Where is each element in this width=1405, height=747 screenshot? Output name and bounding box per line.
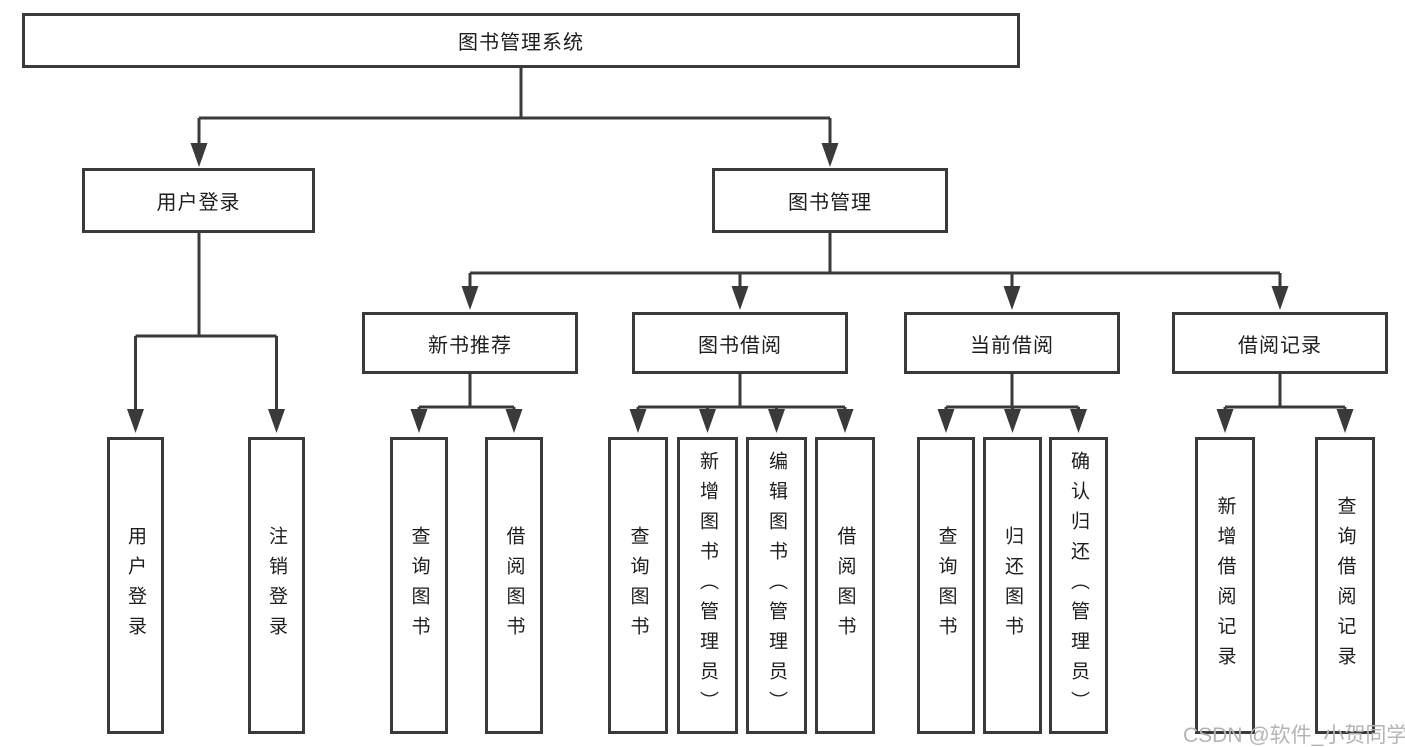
node-label: 新书推荐 (428, 334, 512, 357)
leaf-label: 借阅图书 (834, 525, 856, 646)
node-new-book-recommendation: 新书推荐 (362, 312, 578, 374)
node-book-management: 图书管理 (712, 168, 948, 233)
node-user-login: 用户登录 (82, 168, 315, 233)
leaf-borrow-books: 借阅图书 (815, 437, 875, 734)
node-label: 当前借阅 (970, 334, 1054, 357)
leaf-confirm-return-admin: 确认归还（管理员） (1049, 437, 1108, 734)
arrowheads (127, 143, 1354, 433)
node-label: 图书管理 (788, 192, 872, 214)
leaf-add-books-admin: 新增图书（管理员） (677, 437, 738, 734)
node-library-management-system: 图书管理系统 (22, 13, 1020, 68)
leaf-return-books: 归还图书 (983, 437, 1042, 734)
leaf-logout: 注销登录 (248, 437, 305, 734)
leaf-label: 新增图书（管理员） (697, 450, 718, 721)
leaf-query-books: 查询图书 (608, 437, 668, 734)
leaf-add-borrow-record: 新增借阅记录 (1195, 437, 1255, 734)
node-current-borrowing: 当前借阅 (904, 312, 1120, 374)
leaf-label: 借阅图书 (503, 525, 525, 646)
leaf-label: 确认归还（管理员） (1068, 450, 1089, 721)
leaf-label: 编辑图书（管理员） (766, 450, 787, 721)
leaf-label: 查询图书 (627, 525, 649, 646)
node-label: 图书管理系统 (458, 32, 584, 54)
leaf-query-borrow-record: 查询借阅记录 (1315, 437, 1375, 734)
leaf-label: 归还图书 (1002, 525, 1023, 646)
leaf-label: 查询图书 (408, 525, 430, 646)
leaf-label: 查询图书 (935, 525, 957, 646)
leaf-edit-books-admin: 编辑图书（管理员） (746, 437, 807, 734)
node-label: 借阅记录 (1238, 334, 1322, 357)
node-label: 用户登录 (156, 192, 241, 214)
leaf-borrow-books: 借阅图书 (485, 437, 543, 734)
csdn-watermark: CSDN @软件_小贺同学 (1183, 724, 1405, 747)
leaf-query-books: 查询图书 (390, 437, 448, 734)
leaf-label: 用户登录 (125, 525, 146, 646)
node-label: 图书借阅 (698, 334, 782, 357)
leaf-query-books: 查询图书 (917, 437, 975, 734)
node-borrowing-records: 借阅记录 (1172, 312, 1388, 374)
leaf-label: 注销登录 (266, 525, 287, 646)
leaf-user-login: 用户登录 (107, 437, 164, 734)
leaf-label: 新增借阅记录 (1214, 495, 1236, 676)
leaf-label: 查询借阅记录 (1334, 495, 1356, 676)
node-book-borrowing: 图书借阅 (632, 312, 848, 374)
